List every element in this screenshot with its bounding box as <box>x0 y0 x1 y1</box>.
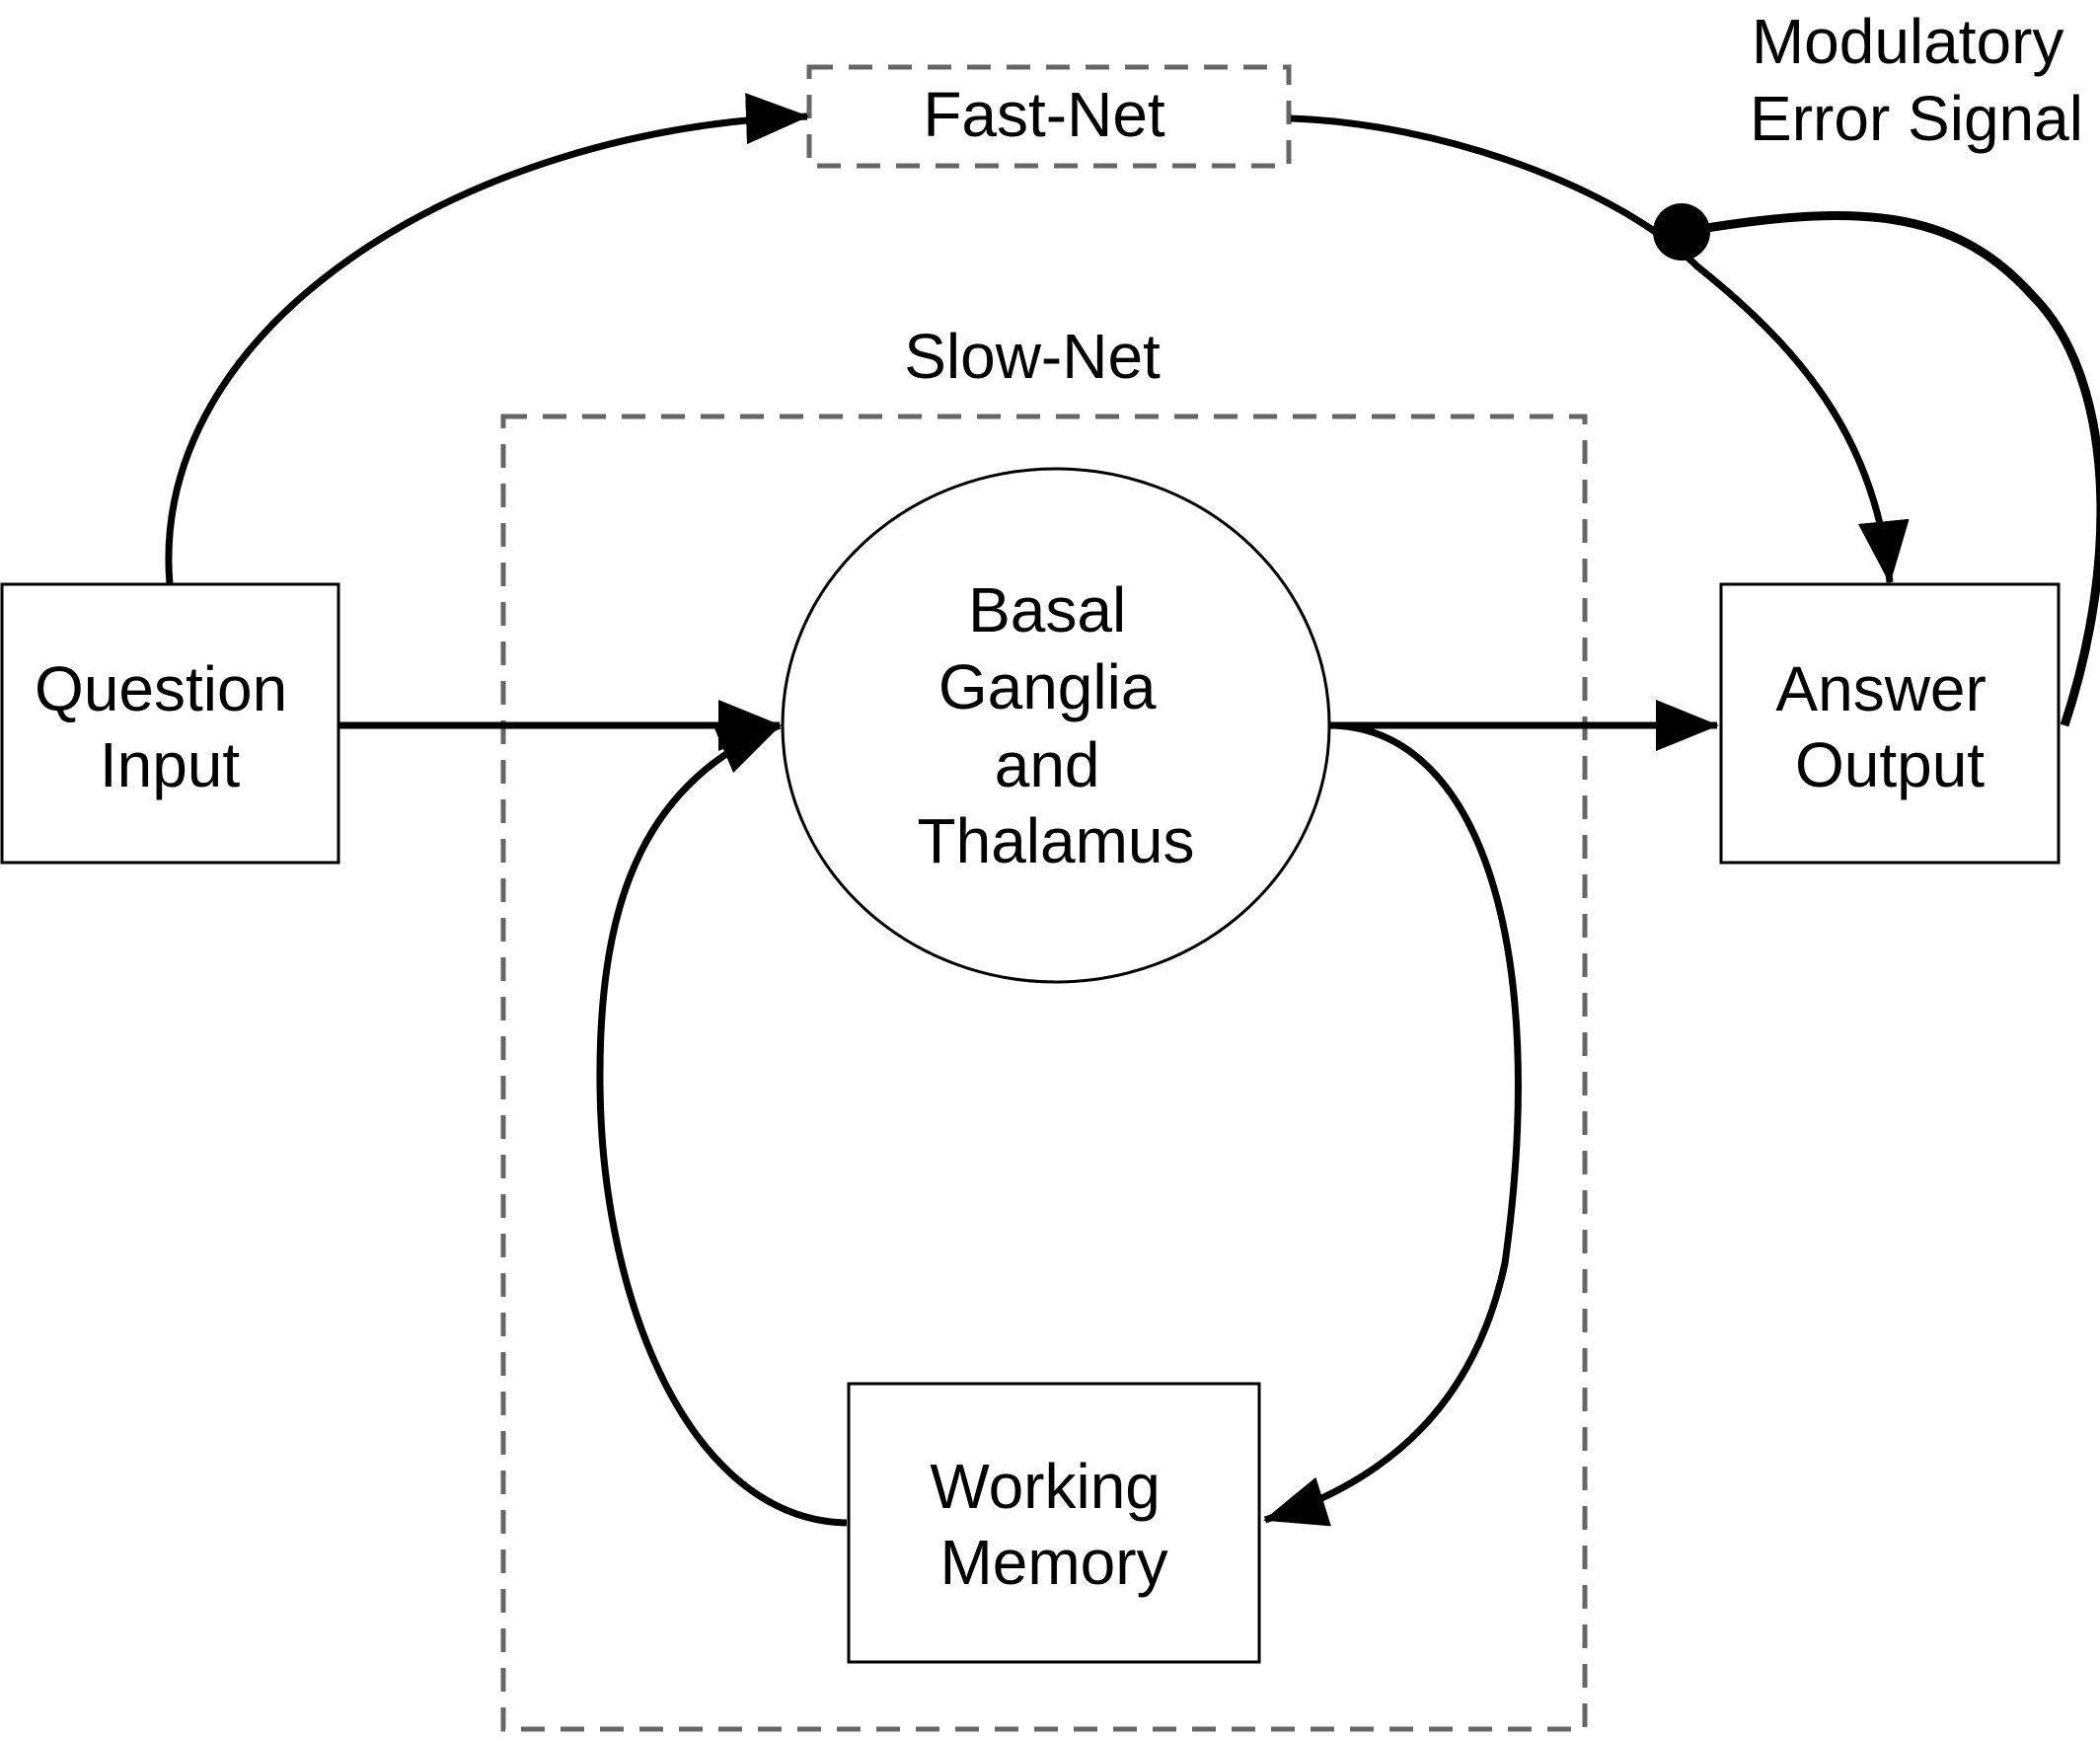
edge-modulatory-feedback <box>1682 211 2100 727</box>
svg-text:Answer Output: Answer Output <box>1775 653 2003 800</box>
svg-text:Question Input: Question Input <box>35 653 305 800</box>
slow-net-container <box>500 414 1588 1732</box>
question-input-label-line-1: Question <box>35 653 287 724</box>
edge-question-to-fastnet <box>165 93 809 585</box>
fast-net-container <box>806 64 1292 169</box>
edge-basal-ganglia-to-working-memory <box>1263 721 1522 1527</box>
edge-fastnet-to-answer <box>1290 114 1910 584</box>
modulatory-junction-dot <box>1653 203 1710 261</box>
slow-net-label: Slow-Net <box>904 321 1161 392</box>
svg-text:Basal Ganglia and: Basal Ganglia and Thalamus <box>918 574 1195 876</box>
modulatory-label-line-1: Modulatory <box>1752 6 2064 77</box>
working-memory-node: Working Memory <box>847 1382 1261 1664</box>
question-input-node: Question Input <box>0 582 340 865</box>
answer-output-label-line-2: Output <box>1795 729 1985 800</box>
svg-text:Working Memory: Working Memory <box>930 1451 1177 1598</box>
basal-ganglia-label-line-3: and <box>995 729 1100 800</box>
working-memory-label-line-2: Memory <box>939 1527 1167 1598</box>
answer-output-label-line-1: Answer <box>1775 653 1986 724</box>
modulatory-label-line-2: Error Signal <box>1750 83 2083 154</box>
question-input-label-line-2: Input <box>100 729 241 800</box>
basal-ganglia-label-line-2: Ganglia <box>938 651 1157 722</box>
modulatory-error-signal-label: Modulatory Error Signal <box>1750 6 2083 154</box>
answer-output-node: Answer Output <box>1719 582 2061 865</box>
basal-ganglia-label-line-1: Basal <box>968 574 1126 645</box>
basal-ganglia-thalamus-node: Basal Ganglia and Thalamus <box>781 467 1331 984</box>
fast-net-label: Fast-Net <box>923 79 1165 150</box>
basal-ganglia-label-line-4: Thalamus <box>918 805 1195 876</box>
edge-working-memory-to-basal-ganglia <box>596 721 848 1527</box>
working-memory-label-line-1: Working <box>930 1451 1161 1522</box>
